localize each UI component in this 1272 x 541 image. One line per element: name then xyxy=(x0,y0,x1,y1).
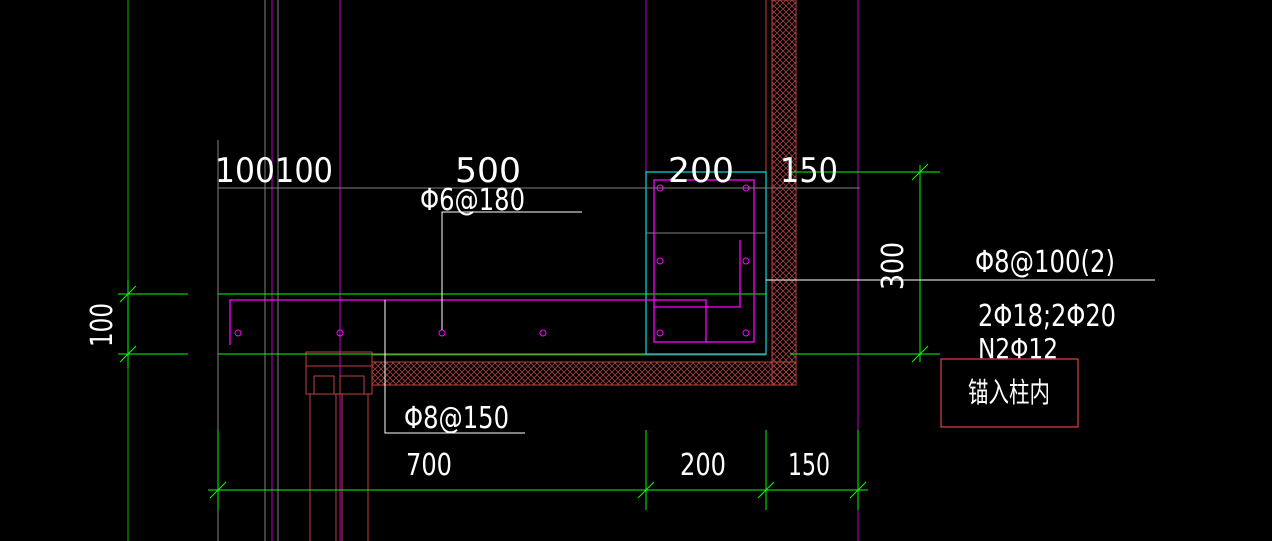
grid-lines xyxy=(127,0,859,541)
beam-stirrup-label: Φ8@100(2) xyxy=(975,245,1115,280)
top-dim-2: 100 xyxy=(275,151,333,191)
top-dimension-chain xyxy=(217,140,860,541)
beam-stirrup-rebar xyxy=(229,179,755,345)
leader-lines xyxy=(384,211,1155,434)
beam-main-label: 2Φ18;2Φ20 xyxy=(978,299,1116,334)
top-dim-4: 200 xyxy=(668,151,734,191)
right-dimension xyxy=(790,163,940,363)
bottom-dim-2: 200 xyxy=(680,448,726,483)
window-frame xyxy=(305,351,373,541)
bottom-dimension-chain xyxy=(208,430,868,510)
bottom-dim-3: 150 xyxy=(788,448,830,483)
top-dim-5: 150 xyxy=(780,151,838,191)
bottom-dim-1: 700 xyxy=(406,448,452,483)
left-dimension xyxy=(118,280,188,368)
beam-side-label: N2Φ12 xyxy=(978,332,1058,365)
slab-top-rebar-label: Φ6@180 xyxy=(420,183,525,218)
note-text: 锚入柱内 xyxy=(968,376,1050,409)
slab-outline xyxy=(217,293,766,355)
top-dim-1: 100 xyxy=(215,151,275,191)
beam-outline xyxy=(645,171,767,355)
left-dim-label: 100 xyxy=(85,303,120,347)
right-dim-label: 300 xyxy=(876,242,911,290)
top-dim-3: 500 xyxy=(455,151,521,191)
note-box xyxy=(940,358,1079,428)
wall xyxy=(371,0,797,386)
slab-bottom-rebar-label: Φ8@150 xyxy=(404,401,509,436)
